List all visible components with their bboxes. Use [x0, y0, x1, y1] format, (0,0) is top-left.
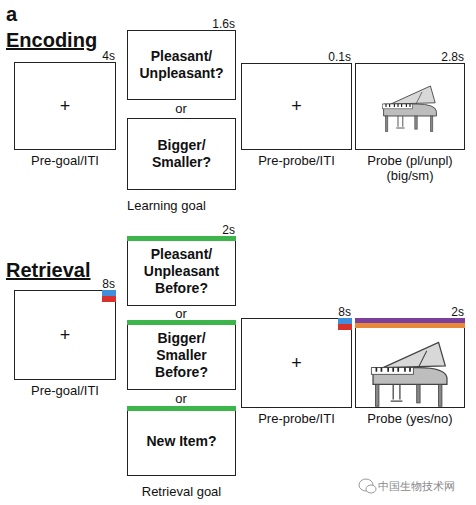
purple-bar: [355, 318, 465, 323]
screen-name: Pre-probe/ITI: [236, 153, 357, 168]
section-heading: Retrieval: [6, 258, 91, 282]
blue-bar: [338, 318, 352, 324]
goal-question: Bigger/ Smaller Before?: [128, 330, 235, 381]
goal-question: Pleasant/ Unpleasant Before?: [128, 246, 235, 297]
annotation-text: Retrieval goal: [127, 484, 236, 500]
section-heading: a: [6, 2, 17, 26]
goal-question: Pleasant/ Unpleasant?: [128, 48, 235, 82]
screen-box: 1.6sPleasant/ Unpleasant?: [127, 30, 236, 100]
red-bar: [338, 324, 352, 330]
screen-box: 0.1s+Pre-probe/ITI: [241, 63, 352, 150]
screen-name: Pre-probe/ITI: [236, 411, 357, 426]
fixation-cross: +: [53, 327, 78, 344]
screen-box: 8s+Pre-probe/ITI: [241, 318, 352, 408]
piano-picture: [371, 342, 447, 406]
screen-name: Pre-goal/ITI: [9, 383, 121, 398]
duration-label: 8s: [102, 277, 115, 291]
goal-question: New Item?: [139, 433, 223, 450]
screen-name: Pre-goal/ITI: [9, 153, 121, 168]
section-heading: Encoding: [6, 28, 97, 52]
duration-label: 0.1s: [328, 50, 351, 64]
red-bar: [102, 296, 116, 302]
duration-label: 2s: [451, 305, 464, 319]
annotation-text: or: [166, 101, 196, 117]
green-bar: [127, 406, 236, 411]
duration-label: 4s: [102, 49, 115, 63]
duration-label: 2s: [222, 223, 235, 237]
screen-box: 4s+Pre-goal/ITI: [14, 62, 116, 150]
blue-bar: [102, 290, 116, 296]
screen-box: 2.8sProbe (pl/unpl) (big/sm): [355, 63, 465, 150]
duration-label: 8s: [338, 305, 351, 319]
duration-label: 1.6s: [212, 17, 235, 31]
screen-name: Probe (yes/no): [350, 411, 470, 426]
fixation-cross: +: [53, 98, 78, 115]
annotation-text: or: [166, 306, 196, 322]
screen-box: 2sPleasant/ Unpleasant Before?: [127, 236, 236, 306]
green-bar: [127, 320, 236, 325]
screen-box: 2sProbe (yes/no): [355, 318, 465, 408]
screen-box: Bigger/ Smaller Before?: [127, 320, 236, 390]
screen-box: New Item?: [127, 406, 236, 476]
annotation-text: or: [166, 391, 196, 407]
orange-bar: [355, 323, 465, 328]
screen-name: Probe (pl/unpl) (big/sm): [350, 153, 470, 183]
fixation-cross: +: [284, 355, 309, 372]
goal-question: Bigger/ Smaller?: [128, 137, 235, 171]
screen-box: Bigger/ Smaller?: [127, 118, 236, 190]
watermark-icon: [359, 479, 376, 493]
watermark: 中国生物技术网: [378, 479, 455, 494]
annotation-text: Learning goal: [127, 198, 206, 214]
screen-box: 8s+Pre-goal/ITI: [14, 290, 116, 380]
piano-picture: [382, 86, 436, 132]
green-bar: [127, 236, 236, 241]
duration-label: 2.8s: [441, 50, 464, 64]
fixation-cross: +: [284, 98, 309, 115]
